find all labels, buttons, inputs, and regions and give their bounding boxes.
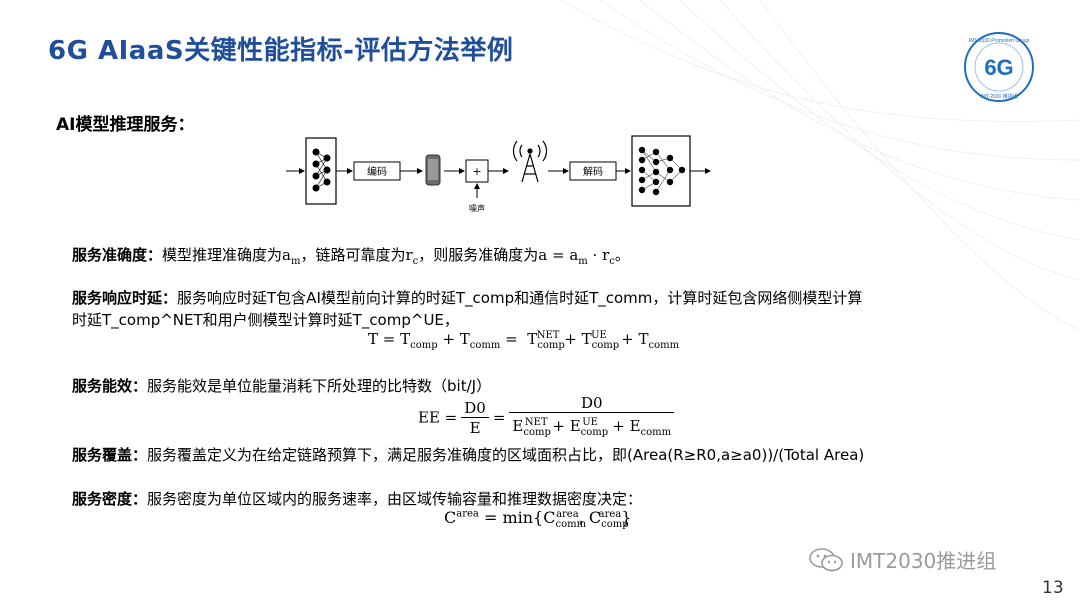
accuracy-text-1: 模型推理准确度为 bbox=[162, 246, 283, 264]
accuracy-label: 服务准确度： bbox=[72, 246, 163, 264]
svg-text:IMT-2030 推进组: IMT-2030 推进组 bbox=[980, 93, 1018, 100]
accuracy-formula: a = am · rc bbox=[538, 246, 615, 267]
density-paragraph: 服务密度：服务密度为单位区域内的服务速率，由区域传输容量和推理数据密度决定： bbox=[72, 488, 642, 510]
coverage-paragraph: 服务覆盖：服务覆盖定义为在给定链路预算下，满足服务准确度的区域面积占比，即(Ar… bbox=[72, 444, 864, 466]
density-label: 服务密度： bbox=[72, 490, 148, 508]
watermark: IMT2030推进组 bbox=[808, 545, 996, 574]
density-formula: Carea = min{Ccommarea, Ccomparea} bbox=[444, 508, 632, 531]
efficiency-paragraph: 服务能效：服务能效是单位能量消耗下所处理的比特数（bit/J） bbox=[72, 375, 491, 397]
plus-symbol: + bbox=[472, 165, 481, 178]
section-heading: AI模型推理服务： bbox=[56, 115, 195, 135]
accuracy-var-rc: rc bbox=[405, 246, 419, 267]
efficiency-text: 服务能效是单位能量消耗下所处理的比特数（bit/J） bbox=[147, 377, 492, 395]
coverage-label: 服务覆盖： bbox=[72, 446, 148, 464]
wechat-icon bbox=[809, 547, 843, 571]
svg-text:IMT-2030 Promotion Group: IMT-2030 Promotion Group bbox=[969, 38, 1030, 44]
latency-line-2: 时延T_comp^NET和用户侧模型计算时延T_comp^UE， bbox=[72, 311, 459, 329]
latency-paragraph: 服务响应时延：服务响应时延T包含AI模型前向计算的时延T_comp和通信时延T_… bbox=[72, 287, 862, 331]
phone-icon bbox=[425, 154, 441, 186]
coverage-text: 服务覆盖定义为在给定链路预算下，满足服务准确度的区域面积占比，即(Area(R≥… bbox=[147, 446, 865, 464]
latency-formula: T = Tcomp + Tcomm = TcompNET + TcompUE +… bbox=[368, 330, 680, 351]
decoder-network-icon bbox=[631, 135, 691, 207]
noise-label: 噪声 bbox=[469, 203, 485, 213]
page-title: 6G AIaaS关键性能指标-评估方法举例 bbox=[48, 36, 514, 66]
accuracy-paragraph: 服务准确度：模型推理准确度为am，链路可靠度为rc，则服务准确度为a = am … bbox=[72, 244, 630, 273]
accuracy-end: 。 bbox=[614, 246, 630, 264]
accuracy-text-3: ，则服务准确度为 bbox=[418, 246, 539, 264]
page-number: 13 bbox=[1042, 578, 1064, 598]
decode-label: 解码 bbox=[583, 165, 603, 178]
watermark-text: IMT2030推进组 bbox=[850, 549, 997, 573]
latency-line-1: 服务响应时延T包含AI模型前向计算的时延T_comp和通信时延T_comm，计算… bbox=[177, 289, 863, 307]
imt2030-logo: 6G IMT-2030 Promotion Group IMT-2030 推进组 bbox=[964, 32, 1034, 102]
antenna-tower-icon bbox=[512, 140, 548, 183]
svg-text:6G: 6G bbox=[984, 55, 1013, 80]
accuracy-var-am: am bbox=[282, 246, 301, 267]
latency-label: 服务响应时延： bbox=[72, 289, 178, 307]
density-text: 服务密度为单位区域内的服务速率，由区域传输容量和推理数据密度决定： bbox=[147, 490, 643, 508]
encoder-network-icon bbox=[305, 137, 337, 205]
inference-pipeline-diagram: 编码 + 噪声 解码 bbox=[286, 135, 711, 213]
accuracy-text-2: ，链路可靠度为 bbox=[300, 246, 406, 264]
efficiency-label: 服务能效： bbox=[72, 377, 148, 395]
encode-label: 编码 bbox=[367, 165, 387, 178]
